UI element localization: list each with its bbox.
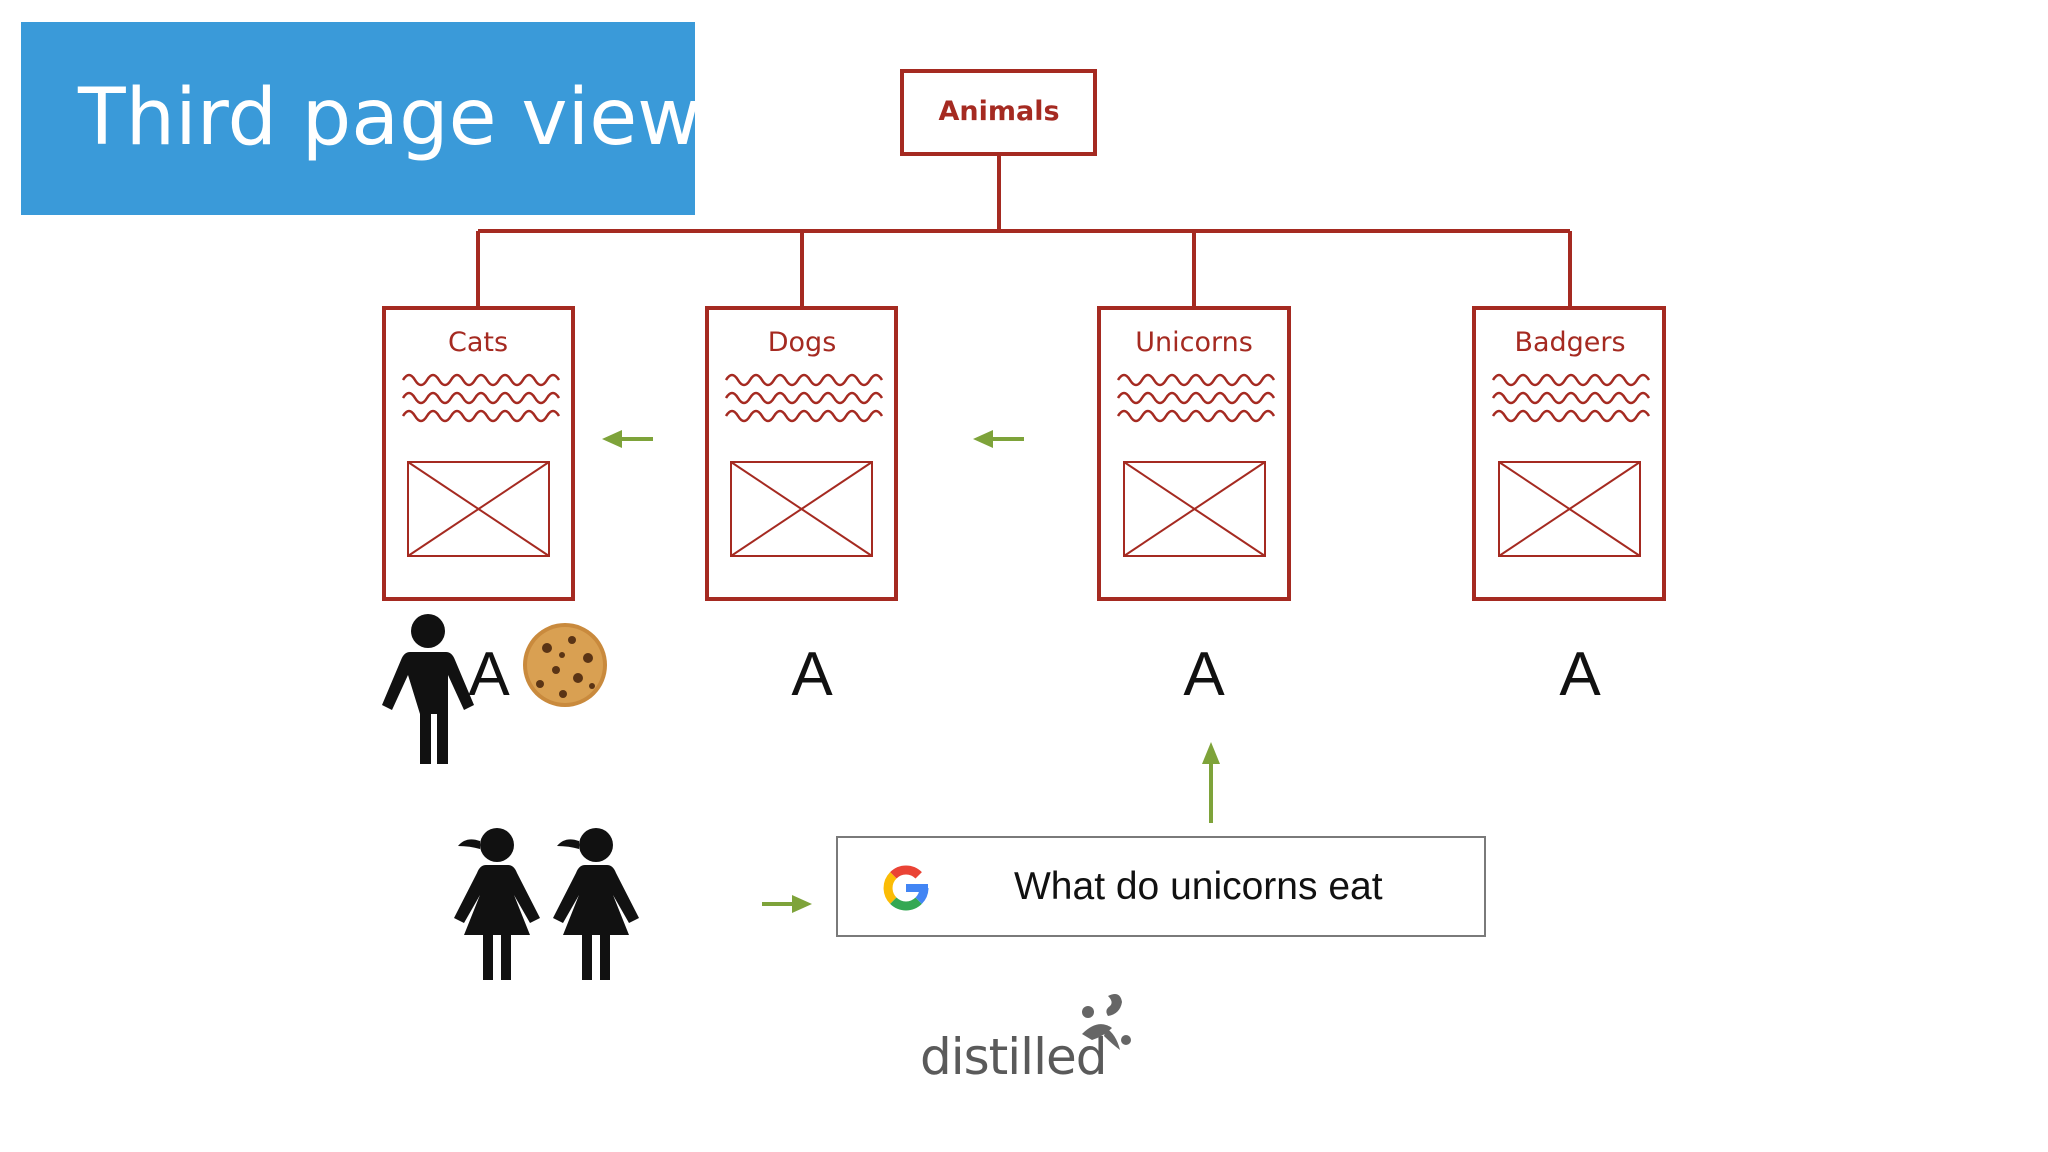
arrow-up-icon — [1202, 742, 1220, 823]
google-g-icon — [883, 865, 929, 911]
title-banner: Third page view — [21, 22, 701, 215]
person-icon — [382, 614, 474, 764]
search-box: What do unicorns eat — [836, 836, 1486, 937]
girl-icon — [454, 828, 540, 980]
root-node-label: Animals — [938, 96, 1060, 127]
page-node-dogs — [705, 306, 898, 601]
image-placeholder-icon — [730, 461, 873, 557]
text-lines — [1116, 373, 1276, 423]
text-lines — [724, 373, 884, 423]
girl-icon — [553, 828, 639, 980]
image-placeholder-icon — [407, 461, 550, 557]
text-lines — [1491, 373, 1651, 423]
page-title-badgers: Badgers — [1514, 327, 1626, 358]
image-placeholder-icon — [1498, 461, 1641, 557]
ad-marker-unicorns: A — [1183, 640, 1225, 709]
splash-icon — [1082, 994, 1131, 1050]
text-lines — [401, 373, 561, 423]
arrow-left-icon — [973, 430, 1024, 448]
slide-title: Third page view — [78, 73, 701, 163]
page-title-unicorns: Unicorns — [1135, 327, 1253, 358]
page-node-badgers — [1472, 306, 1666, 601]
ad-marker-badgers: A — [1559, 640, 1601, 709]
page-title-cats: Cats — [447, 327, 509, 358]
search-query: What do unicorns eat — [1014, 865, 1383, 908]
arrow-left-icon — [602, 430, 653, 448]
brand-name: distilled — [920, 1028, 1107, 1086]
page-node-cats — [382, 306, 575, 601]
tree-connectors — [476, 154, 1572, 308]
ad-marker-dogs: A — [791, 640, 833, 709]
arrow-right-icon — [762, 895, 812, 913]
ad-marker-cats: A — [468, 640, 510, 709]
page-title-dogs: Dogs — [767, 327, 837, 358]
cookie-icon — [523, 623, 607, 707]
image-placeholder-icon — [1123, 461, 1266, 557]
page-node-unicorns — [1097, 306, 1291, 601]
